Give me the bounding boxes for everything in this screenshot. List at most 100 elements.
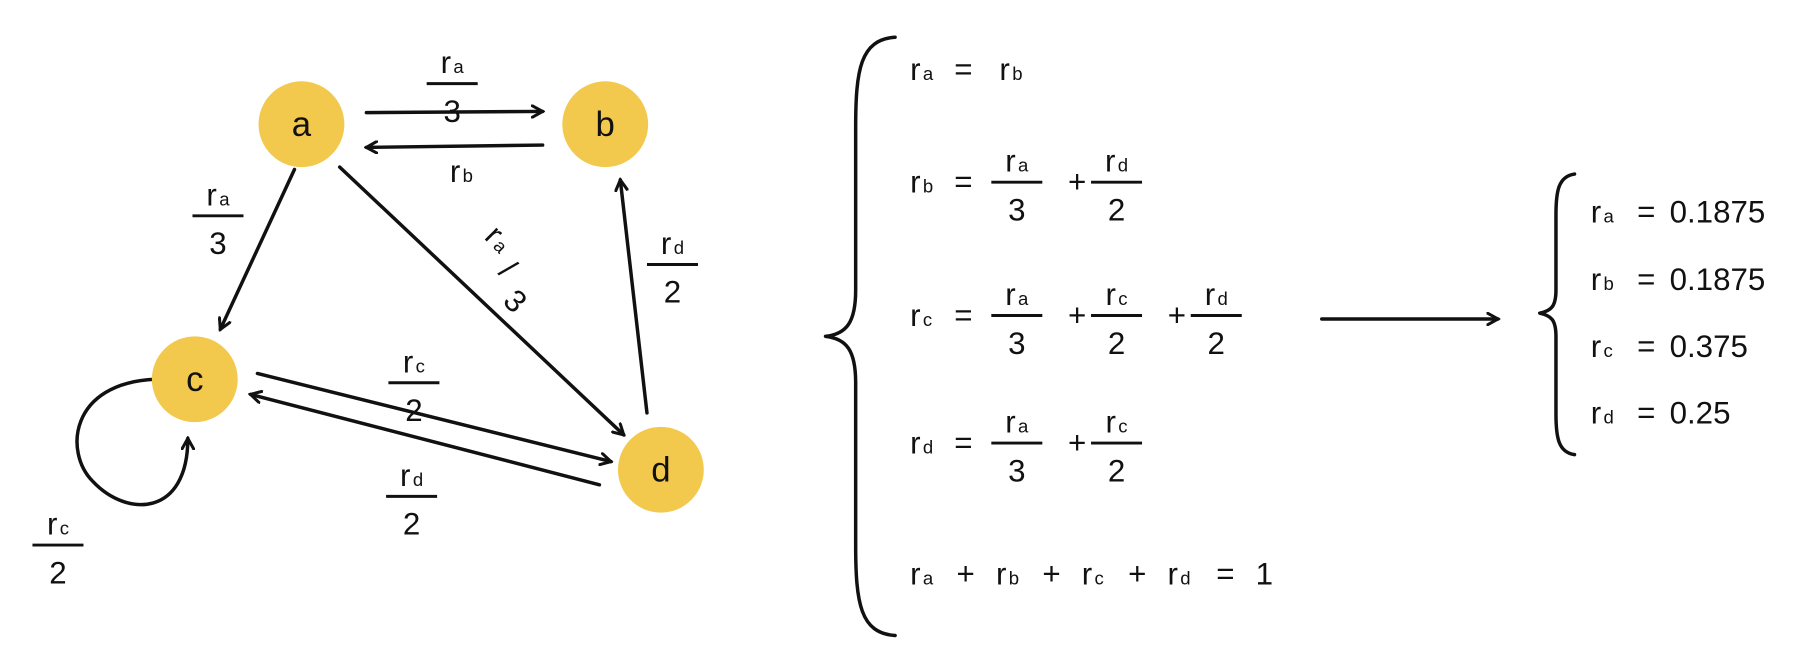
fraction-denominator: 3 (497, 283, 534, 320)
edge-a-c (220, 167, 297, 329)
node-circle (562, 81, 649, 168)
fraction-slash: / (492, 254, 523, 285)
equals-sign: = (954, 298, 972, 333)
solution-value: 0.375 (1670, 329, 1748, 364)
operator: + (1128, 556, 1146, 591)
right-brace (1537, 172, 1577, 457)
fraction-denominator: 2 (664, 275, 681, 310)
fraction-denominator: 3 (1008, 453, 1025, 488)
equals-sign: = (1637, 329, 1655, 364)
equals-sign: = (1216, 556, 1234, 591)
fraction-denominator: 2 (1108, 326, 1125, 361)
node-label: d (651, 451, 670, 489)
equals-sign: = (954, 52, 972, 87)
fraction-denominator: 2 (1108, 192, 1125, 227)
edge-a-b (364, 111, 542, 112)
equals-sign: = (1637, 395, 1655, 430)
edge-d-c (250, 394, 602, 487)
node-label: c (186, 361, 203, 399)
solution-value: 0.1875 (1670, 195, 1766, 230)
node-circle (617, 426, 704, 513)
equation-value: 1 (1256, 556, 1273, 591)
fraction-denominator: 3 (443, 94, 460, 129)
node-d: d (617, 426, 704, 513)
fraction-denominator: 2 (403, 507, 420, 542)
equals-sign: = (954, 165, 972, 200)
equals-sign: = (1637, 195, 1655, 230)
edge-c-c (75, 377, 188, 507)
edge-d-b (620, 180, 649, 415)
node-label: b (596, 106, 615, 144)
fraction-denominator: 2 (1108, 453, 1125, 488)
node-a: a (258, 81, 345, 168)
node-b: b (562, 81, 649, 168)
fraction-denominator: 2 (1208, 326, 1225, 361)
edge-label-a-d: ra/3 (478, 218, 534, 320)
solution-value: 0.1875 (1670, 262, 1766, 297)
equals-sign: = (1637, 262, 1655, 297)
edge-a-d (337, 165, 624, 435)
operator: + (1068, 425, 1086, 460)
fraction-denominator: 3 (1008, 326, 1025, 361)
edge-b-a (366, 145, 545, 147)
operator: + (1168, 298, 1186, 333)
edge-c-d (255, 371, 611, 461)
equals-sign: = (954, 425, 972, 460)
fraction-denominator: 2 (49, 555, 66, 590)
operator: + (1068, 165, 1086, 200)
fraction-denominator: 3 (209, 226, 226, 261)
fraction-denominator: 2 (405, 393, 422, 428)
operator: + (1068, 298, 1086, 333)
operator: + (957, 556, 975, 591)
solution-value: 0.25 (1670, 395, 1731, 430)
node-label: a (292, 106, 312, 144)
node-circle (258, 81, 345, 168)
